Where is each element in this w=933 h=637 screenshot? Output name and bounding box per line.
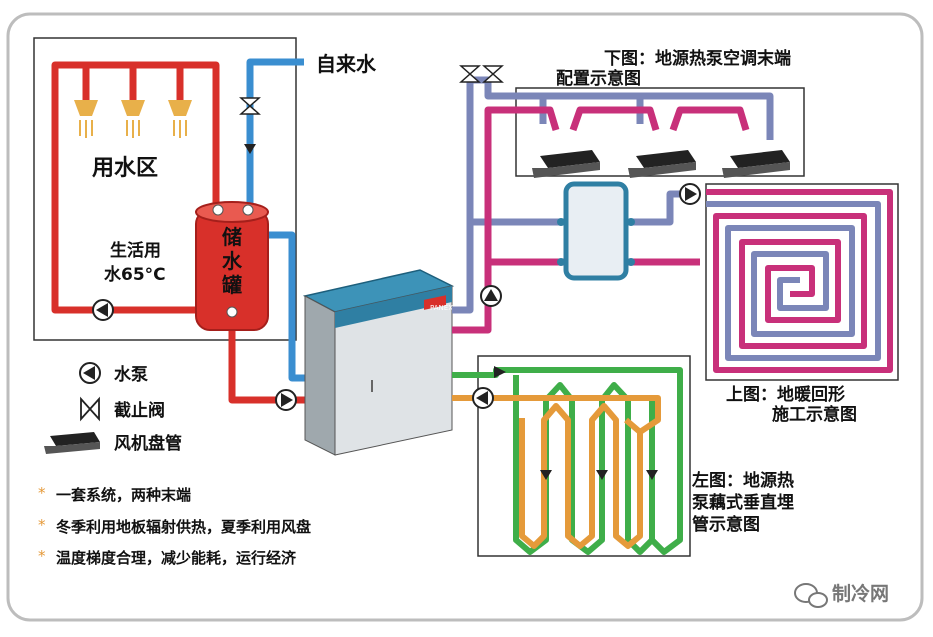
vertical-title-line-1: 左图：地源热 <box>692 470 794 491</box>
vertical-title-line-3: 管示意图 <box>692 514 760 535</box>
vertical-title-line-2: 泵藕式垂直埋 <box>692 492 794 513</box>
wechat-icon <box>794 583 828 608</box>
tank-char-2: 水 <box>222 249 243 273</box>
hot-water-loop <box>51 61 310 404</box>
legend-valve-label: 截止阀 <box>114 400 165 421</box>
valve-icon <box>239 97 261 115</box>
unit-brand: PANEX <box>430 304 453 312</box>
domestic-water-label: 生活用 <box>110 240 161 261</box>
flow-arrow-icon <box>540 470 552 480</box>
shower-head-3 <box>168 100 192 138</box>
floor-heating-box <box>705 183 899 381</box>
cold-water-pipe <box>246 58 308 382</box>
floor-title-line-2: 施工示意图 <box>772 404 857 425</box>
floor-title-line-1: 上图：地暖回形 <box>726 384 845 405</box>
notes: * 一套系统，两种末端 * 冬季利用地板辐射供热，夏季利用风盘 * 温度梯度合理… <box>38 484 311 567</box>
ac-title-line-1: 下图：地源热泵空调末端 <box>604 48 791 69</box>
ground-loop-box <box>477 355 691 557</box>
note-3: 温度梯度合理，减少能耗，运行经济 <box>56 549 297 567</box>
fan-coil-icon <box>532 150 600 178</box>
fan-coil-icon <box>722 150 790 178</box>
water-zone-label: 用水区 <box>92 156 158 181</box>
valve-icon <box>80 396 100 422</box>
shower-head-1 <box>74 100 98 138</box>
legend-pump-label: 水泵 <box>114 364 148 385</box>
shower-head-2 <box>121 100 145 138</box>
flow-arrow-icon <box>646 470 658 480</box>
bullet-icon: * <box>38 516 46 534</box>
note-2: 冬季利用地板辐射供热，夏季利用风盘 <box>56 518 311 536</box>
ac-terminal-box <box>515 87 805 177</box>
legend: 水泵 截止阀 风机盘管 <box>44 362 182 454</box>
watermark: 制冷网 <box>794 582 889 608</box>
flow-arrow-icon <box>244 144 256 154</box>
pump-icon <box>79 362 101 384</box>
outer-frame <box>6 12 924 622</box>
storage-tank: 储 水 罐 <box>195 201 269 331</box>
legend-fan-coil-label: 风机盘管 <box>114 433 182 454</box>
pump-icon <box>480 285 502 307</box>
floor-heating-coil <box>706 189 893 373</box>
fan-coil-icon <box>44 432 100 454</box>
tank-char-1: 储 <box>222 225 242 249</box>
pump-icon <box>275 389 297 411</box>
tap-water-label: 自来水 <box>316 52 377 76</box>
water-zone-box <box>33 37 297 341</box>
domestic-temp-label: 水65°C <box>104 264 166 285</box>
fan-coil-icon <box>628 150 696 178</box>
pump-icon <box>92 299 114 321</box>
note-1: 一套系统，两种末端 <box>56 486 191 504</box>
distributor-manifold <box>557 181 635 281</box>
valve-icon <box>459 65 481 83</box>
ground-return-pipe <box>452 395 661 549</box>
bullet-icon: * <box>38 484 46 502</box>
ac-return-pipe <box>452 106 750 334</box>
ac-title-line-2: 配置示意图 <box>556 68 641 89</box>
flow-arrow-icon <box>596 470 608 480</box>
watermark-text: 制冷网 <box>832 582 889 605</box>
valve-icon <box>482 65 504 83</box>
tank-char-3: 罐 <box>221 273 242 297</box>
flow-arrow-icon <box>494 366 506 378</box>
pump-icon <box>472 387 494 409</box>
heat-pump-unit: PANEX <box>302 269 455 456</box>
pump-icon <box>679 183 701 205</box>
bullet-icon: * <box>38 547 46 565</box>
